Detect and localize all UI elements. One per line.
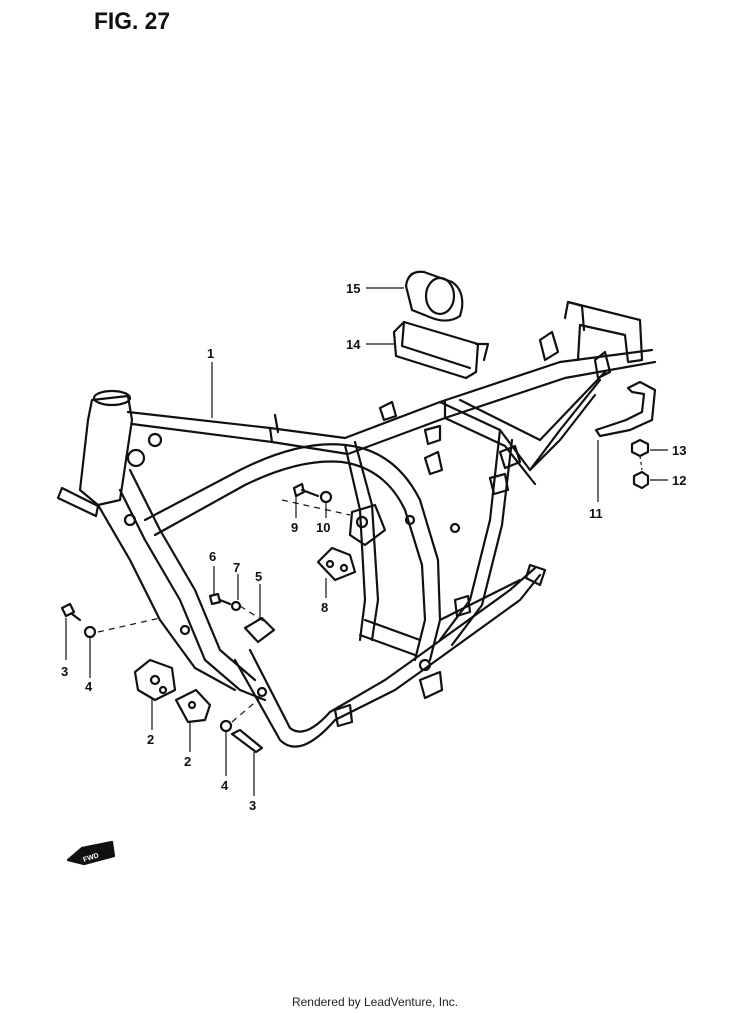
fwd-label: FWD <box>82 852 99 864</box>
down-tube-inner <box>128 468 257 682</box>
callout-13: 13 <box>672 443 686 458</box>
callout-9: 9 <box>291 520 298 535</box>
steering-head-top <box>92 389 132 407</box>
callout-3a: 3 <box>61 664 68 679</box>
callout-14: 14 <box>346 337 361 352</box>
callout-12: 12 <box>672 473 686 488</box>
battery-case <box>392 320 480 380</box>
callout-2b: 2 <box>184 754 191 769</box>
lower-cradle <box>233 573 542 748</box>
washer-4-lower <box>219 719 233 733</box>
callout-15: 15 <box>346 281 360 296</box>
nut-10 <box>319 490 333 504</box>
footer-credit: Rendered by LeadVenture, Inc. <box>291 995 459 1009</box>
bolt-9 <box>292 482 306 498</box>
callout-2a: 2 <box>147 732 154 747</box>
frame-top-rail-right <box>130 360 657 456</box>
callout-6: 6 <box>209 549 216 564</box>
callout-11: 11 <box>589 506 603 521</box>
figure-title: FIG. 27 <box>94 8 171 35</box>
callout-4b: 4 <box>221 778 229 793</box>
down-tube-outer <box>118 488 267 702</box>
callout-10: 10 <box>316 520 330 535</box>
callout-3b: 3 <box>249 798 256 813</box>
mount-plate-2a <box>133 658 177 702</box>
bolt-6 <box>208 592 222 606</box>
bracket-5 <box>243 616 276 644</box>
engine-mount-plate <box>316 546 357 582</box>
callout-4a: 4 <box>85 679 93 694</box>
bolt-12 <box>632 470 650 490</box>
rear-loop-bracket <box>594 380 657 438</box>
mount-plate-2b <box>174 688 212 724</box>
callout-7: 7 <box>233 560 240 575</box>
bolt-3-left <box>60 602 76 618</box>
frame-top-rail-left <box>126 348 654 440</box>
callout-5: 5 <box>255 569 262 584</box>
washer-4-left <box>83 625 97 639</box>
battery <box>404 270 464 322</box>
fwd-arrow-icon <box>66 840 116 866</box>
steering-head <box>78 394 134 507</box>
callout-8: 8 <box>321 600 328 615</box>
nut-7 <box>230 600 242 612</box>
bolt-3-lower <box>230 728 264 754</box>
callout-1: 1 <box>207 346 214 361</box>
nut-13 <box>630 438 650 458</box>
